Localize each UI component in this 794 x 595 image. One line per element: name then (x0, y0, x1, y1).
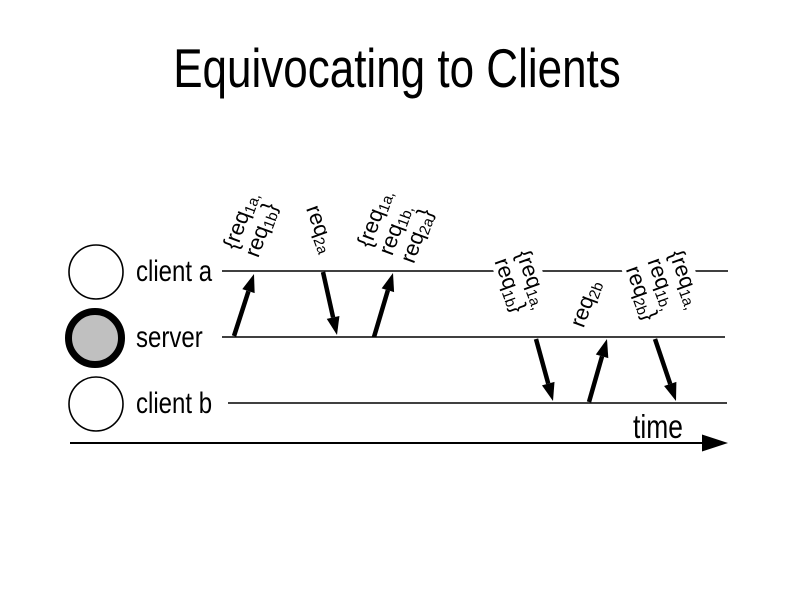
message-arrow-shaft-msg-5 (586, 355, 605, 403)
actor-label-server: server (136, 321, 203, 354)
actor-label-client-a: client a (136, 255, 213, 288)
message-arrowhead-icon-msg-2 (326, 316, 340, 335)
actor-circle-server (65, 308, 125, 368)
message-arrowhead-icon-msg-5 (595, 339, 609, 359)
actor-label-client-b: client b (136, 387, 213, 420)
message-arrow-shaft-msg-4 (533, 338, 551, 385)
message-arrowhead-icon-msg-6 (664, 381, 677, 401)
message-arrow-shaft-msg-3 (371, 289, 391, 338)
time-axis-label: time (633, 408, 683, 445)
message-arrowhead-icon-msg-4 (541, 381, 555, 401)
actor-circle-client-a (68, 244, 124, 300)
slide-title: Equivocating to Clients (173, 37, 621, 99)
message-arrow-shaft-msg-6 (652, 338, 673, 385)
message-arrowhead-icon-msg-3 (381, 273, 395, 293)
actor-circle-client-b (68, 376, 124, 432)
message-arrow-shaft-msg-2 (320, 271, 336, 318)
message-arrow-shaft-msg-1 (231, 290, 251, 337)
time-arrowhead-icon (702, 434, 728, 452)
message-arrowhead-icon-msg-1 (242, 274, 255, 294)
